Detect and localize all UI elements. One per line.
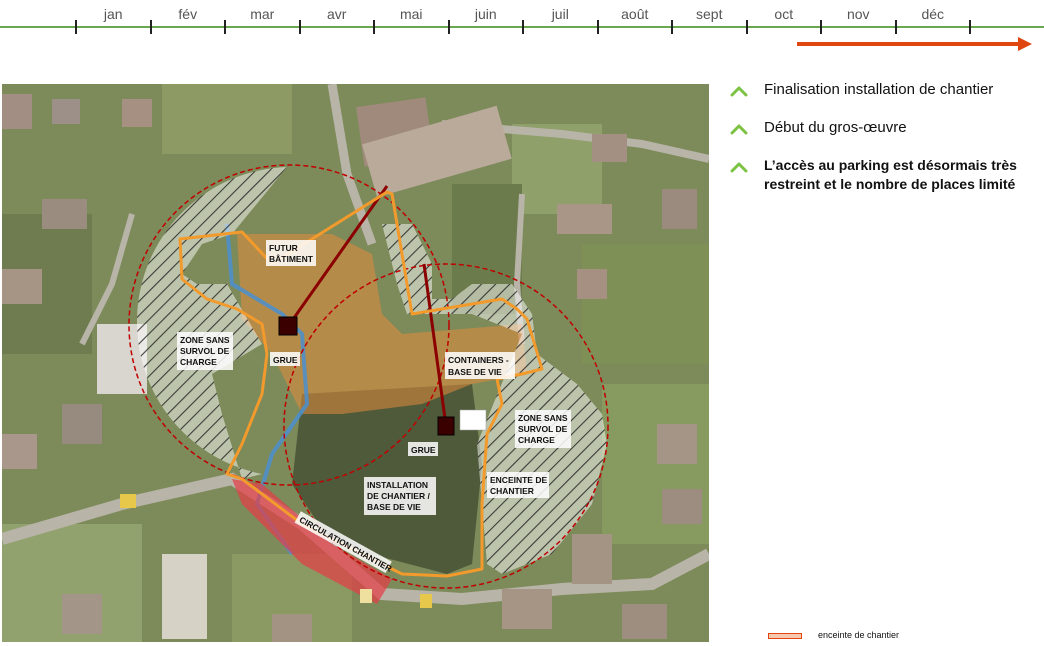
month-label: nov [846, 6, 870, 22]
timeline-tick [745, 20, 748, 34]
crane-right-icon [437, 416, 455, 436]
chevron-up-icon [730, 86, 748, 97]
timeline: jan fév mar avr mai juin juil août sept oct nov déc [0, 0, 1044, 60]
label-installation: INSTALLATION DE CHANTIER / BASE DE VIE [364, 477, 436, 515]
milestone-item: Début du gros-œuvre [726, 118, 1044, 138]
milestone-item: L’accès au parking est désormais très re… [726, 156, 1044, 194]
month-label: mai [399, 6, 423, 22]
label-grue-right: GRUE [408, 442, 438, 456]
svg-text:GRUE: GRUE [273, 355, 298, 365]
label-zone-sans-survol-right: ZONE SANS SURVOL DE CHARGE [515, 410, 571, 448]
month-label: oct [774, 6, 794, 22]
svg-text:CHARGE: CHARGE [180, 357, 217, 367]
chevron-up-icon [730, 162, 748, 173]
timeline-tick [596, 20, 599, 34]
svg-text:ZONE SANS: ZONE SANS [518, 413, 568, 423]
month-label: mar [250, 6, 275, 22]
label-zone-sans-survol-left: ZONE SANS SURVOL DE CHARGE [177, 332, 233, 370]
svg-text:ENCEINTE DE: ENCEINTE DE [490, 475, 547, 485]
milestone-text: Début du gros-œuvre [764, 119, 907, 136]
svg-text:INSTALLATION: INSTALLATION [367, 480, 428, 490]
month-label: juin [474, 6, 497, 22]
timeline-tick [969, 20, 971, 34]
svg-text:CHARGE: CHARGE [518, 435, 555, 445]
progress-arrow-head [1018, 37, 1032, 51]
site-fence-outline [178, 190, 544, 578]
enceinte-swatch [768, 633, 802, 639]
month-label: sept [696, 6, 723, 22]
month-label: fév [178, 6, 198, 22]
month-label: avr [327, 6, 347, 22]
svg-text:CONTAINERS -: CONTAINERS - [448, 355, 509, 365]
svg-text:CHANTIER: CHANTIER [490, 486, 534, 496]
svg-text:SURVOL DE: SURVOL DE [518, 424, 568, 434]
svg-text:DE CHANTIER /: DE CHANTIER / [367, 491, 430, 501]
svg-text:BÂTIMENT: BÂTIMENT [269, 253, 314, 264]
svg-text:BASE DE VIE: BASE DE VIE [448, 367, 502, 377]
month-label: déc [921, 6, 945, 22]
month-label: juil [551, 6, 569, 22]
month-label: août [621, 6, 649, 22]
timeline-tick [820, 20, 822, 34]
label-grue-left: GRUE [270, 352, 300, 366]
svg-text:BASE DE VIE: BASE DE VIE [367, 502, 421, 512]
timeline-tick [522, 20, 524, 34]
timeline-tick [671, 20, 673, 34]
timeline-tick [447, 20, 450, 34]
timeline-tick [894, 20, 897, 34]
timeline-tick [149, 20, 152, 34]
svg-text:SURVOL DE: SURVOL DE [180, 346, 230, 356]
label-containers: CONTAINERS - BASE DE VIE [445, 352, 515, 379]
timeline-tick [224, 20, 226, 34]
label-enceinte: ENCEINTE DE CHANTIER [487, 472, 549, 498]
timeline-tick [298, 20, 301, 34]
svg-text:GRUE: GRUE [411, 445, 436, 455]
timeline-tick [75, 20, 77, 34]
milestone-text: L’accès au parking est désormais très re… [764, 157, 1017, 192]
site-plan-map: FUTUR BÂTIMENT ZONE SANS SURVOL DE CHARG… [2, 84, 709, 642]
milestone-item: Finalisation installation de chantier [726, 80, 1044, 100]
month-label: jan [103, 6, 123, 22]
crane-left-icon [278, 316, 298, 336]
progress-arrow [797, 42, 1021, 46]
milestone-text: Finalisation installation de chantier [764, 81, 994, 98]
chevron-up-icon [730, 124, 748, 135]
timeline-tick [373, 20, 375, 34]
svg-text:FUTUR: FUTUR [269, 243, 298, 253]
label-futur-batiment: FUTUR BÂTIMENT [266, 240, 316, 266]
svg-text:ZONE SANS: ZONE SANS [180, 335, 230, 345]
enceinte-legend-label: enceinte de chantier [818, 630, 900, 640]
